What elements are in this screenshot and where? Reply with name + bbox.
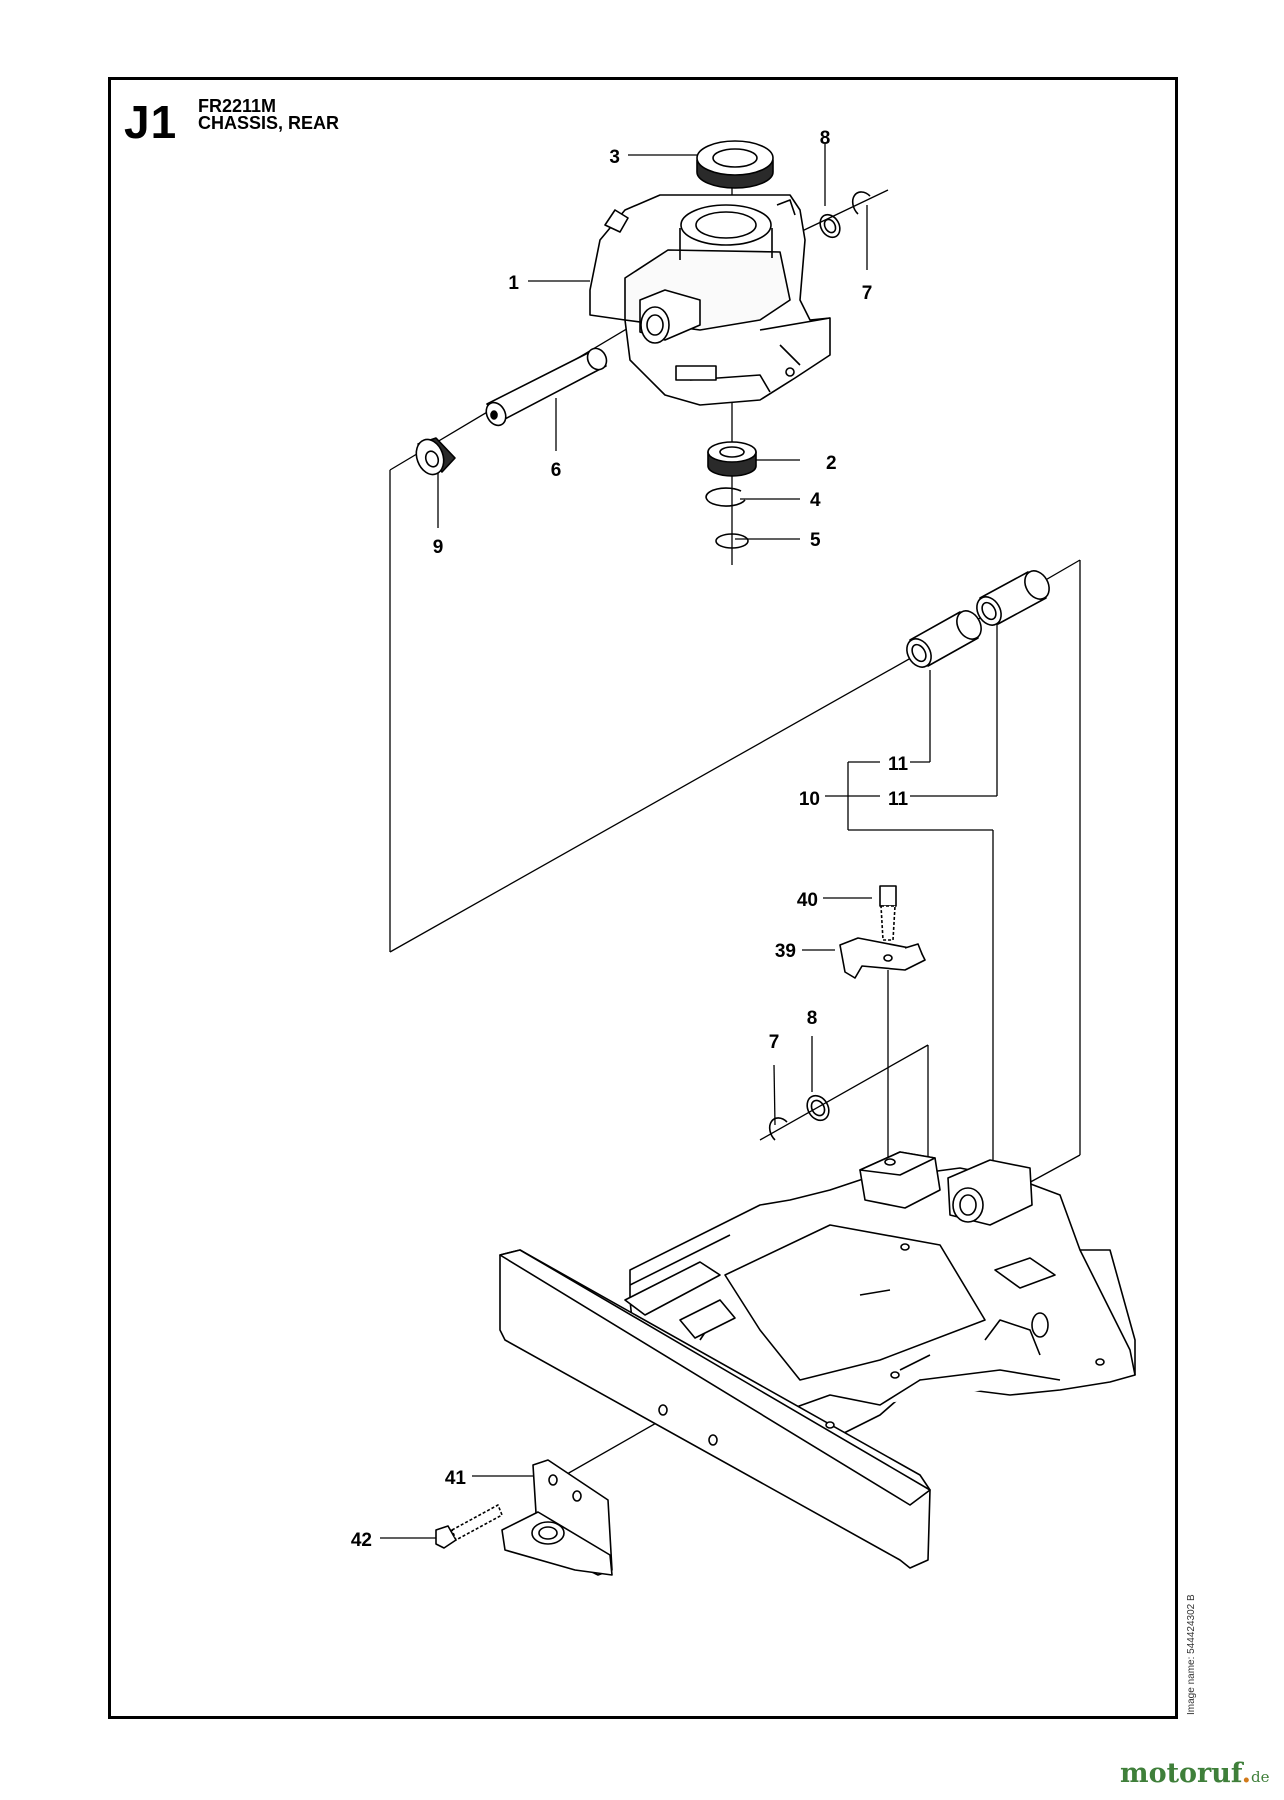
drawing-frame xyxy=(108,77,1178,1719)
watermark-tld: de xyxy=(1250,1768,1270,1786)
spacer-11-left xyxy=(906,610,982,668)
bushing-9 xyxy=(415,437,456,476)
model-number: FR2211M xyxy=(198,96,277,116)
part-label-3: 3 xyxy=(609,147,620,168)
part-label-9: 9 xyxy=(433,537,444,558)
rear-chassis-frame xyxy=(499,1151,1136,1569)
bolt-40 xyxy=(879,885,897,941)
chassis-housing xyxy=(589,194,831,406)
diagram-title: CHASSIS, REAR xyxy=(198,113,340,133)
spacer-11-right xyxy=(976,570,1050,626)
part-label-11-upper: 11 xyxy=(888,754,909,775)
clamp-plate-39 xyxy=(839,937,926,979)
part-label-10: 10 xyxy=(799,789,820,810)
pivot-pin xyxy=(485,347,608,427)
part-label-2: 2 xyxy=(826,453,837,474)
washer-8-upper xyxy=(819,213,841,239)
watermark-logo: motoruf.de xyxy=(1120,1758,1270,1789)
bolt-42 xyxy=(435,1504,503,1549)
image-name-caption: Image name: 544424302 B xyxy=(1186,1594,1197,1715)
circlip-7-lower xyxy=(768,1117,788,1141)
part-label-8-lower: 8 xyxy=(807,1008,818,1029)
part-label-11-lower: 11 xyxy=(888,789,909,810)
tow-bracket-41 xyxy=(501,1459,613,1576)
part-label-5: 5 xyxy=(810,530,821,551)
part-label-4: 4 xyxy=(810,490,821,511)
watermark-brand: motoruf xyxy=(1120,1758,1242,1789)
circlip-4 xyxy=(705,487,746,507)
section-code: J1 xyxy=(124,96,178,148)
washer-8-lower xyxy=(806,1094,830,1122)
circlip-5 xyxy=(715,533,749,549)
part-label-42: 42 xyxy=(351,1530,372,1551)
part-label-7-upper: 7 xyxy=(862,283,873,304)
part-label-41: 41 xyxy=(445,1468,467,1489)
part-label-7-lower: 7 xyxy=(769,1032,780,1053)
part-label-39: 39 xyxy=(775,941,796,962)
part-label-6: 6 xyxy=(551,460,562,481)
circlip-7-upper xyxy=(851,191,871,215)
part-label-1: 1 xyxy=(508,273,519,294)
bearing-top xyxy=(696,140,774,189)
part-labels: 1 2 3 4 5 6 7 8 9 10 11 11 39 40 7 8 41 … xyxy=(351,128,909,1551)
bearing-2 xyxy=(707,441,757,477)
part-label-40: 40 xyxy=(797,890,818,911)
part-label-8-upper: 8 xyxy=(820,128,831,149)
